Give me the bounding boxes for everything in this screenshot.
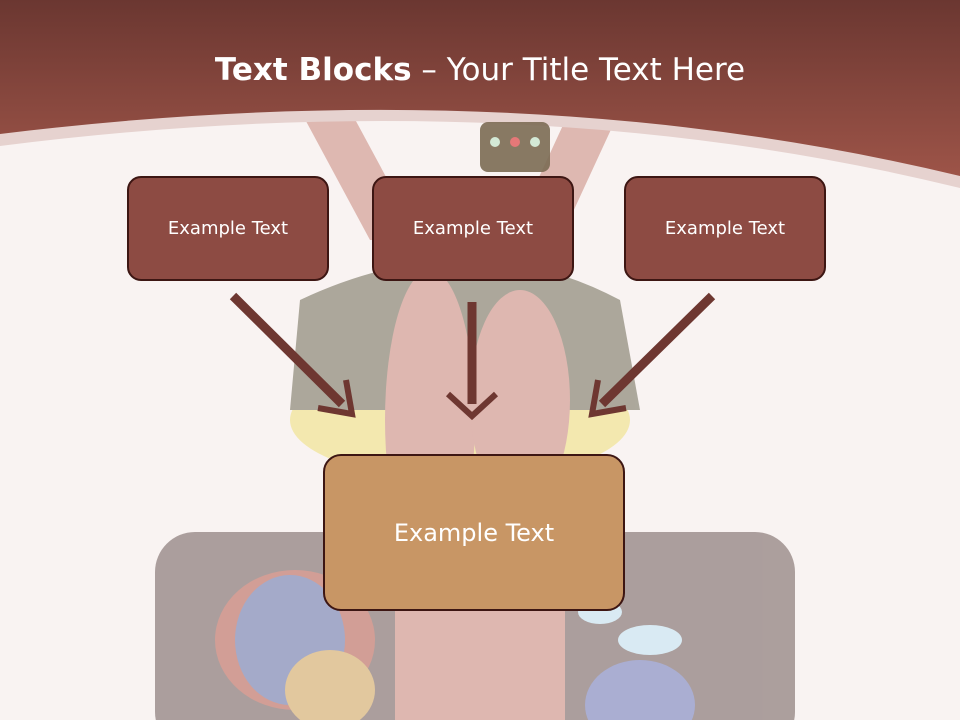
text-block-left[interactable]: Example Text xyxy=(127,176,329,281)
arrow-middle xyxy=(445,302,499,421)
title-bold-part: Text Blocks xyxy=(214,52,412,88)
arrow-left xyxy=(229,292,356,418)
arrow-right xyxy=(588,292,716,418)
bracelet xyxy=(480,122,550,172)
text-block-right-label: Example Text xyxy=(664,218,786,239)
slide-title: Text Blocks – Your Title Text Here xyxy=(0,52,960,88)
text-block-middle-label: Example Text xyxy=(412,218,534,239)
background-photo xyxy=(155,110,795,720)
text-block-main[interactable]: Example Text xyxy=(323,454,625,611)
text-block-right[interactable]: Example Text xyxy=(624,176,826,281)
title-separator: – xyxy=(411,52,447,88)
header-band xyxy=(0,0,960,176)
text-block-left-label: Example Text xyxy=(167,218,289,239)
title-rest: Your Title Text Here xyxy=(446,52,746,88)
text-block-main-label: Example Text xyxy=(393,518,555,547)
text-block-middle[interactable]: Example Text xyxy=(372,176,574,281)
